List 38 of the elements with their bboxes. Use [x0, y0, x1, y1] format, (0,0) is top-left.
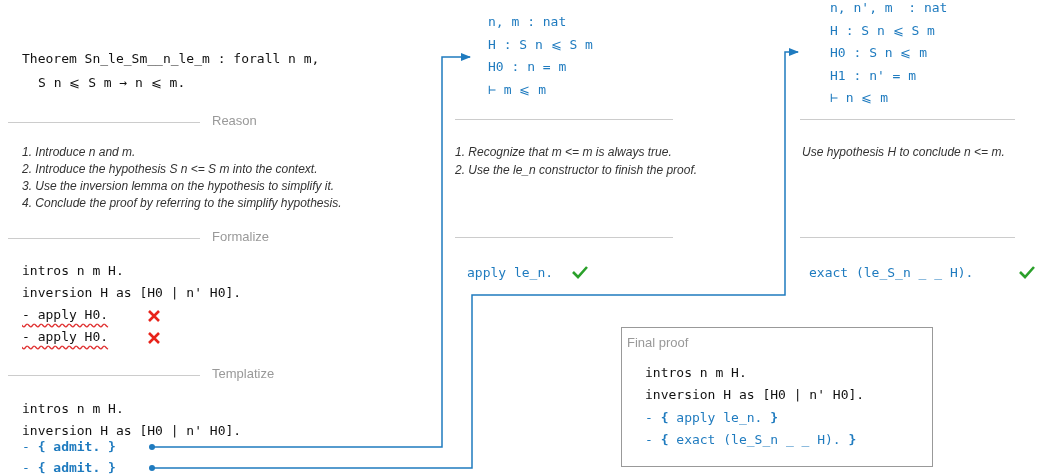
reasoning-step: 2. Introduce the hypothesis S n <= S m into the context. [22, 162, 318, 176]
code-line: intros n m H. [22, 262, 124, 280]
section-heading: Reason [212, 113, 257, 128]
hypothesis-line: H1 : n' = m [830, 66, 918, 85]
hypothesis-line: H0 : S n ⩽ m [830, 44, 929, 63]
code-line: intros n m H. [645, 364, 747, 382]
code-line: intros n m H. [22, 400, 124, 418]
panel-title: Final proof [627, 335, 689, 350]
code-line: - { apply le_n. } [645, 408, 779, 427]
reasoning-step: Use hypothesis H to conclude n <= m. [802, 145, 1005, 159]
hypothesis-line: n, m : nat [488, 13, 568, 31]
code-line: exact (le_S_n _ _ H). [809, 264, 974, 282]
reasoning-step: 1. Introduce n and m. [22, 145, 136, 159]
final-proof-panel [621, 327, 933, 467]
hypothesis-line: H : S n ⩽ S m [830, 21, 936, 40]
code-line: apply le_n. [467, 264, 554, 282]
hypothesis-line: ⊢ m ⩽ m [488, 80, 547, 99]
code-line: - apply H0. [22, 306, 109, 324]
hypothesis-line: H0 : n = m [488, 58, 568, 77]
code-line: inversion H as [H0 | n' H0]. [645, 386, 865, 405]
reasoning-step: 3. Use the inversion lemma on the hypothesis to simplify it. [22, 179, 335, 193]
connector-arrow [149, 52, 472, 450]
connector-arrow [149, 47, 800, 471]
code-line: - apply H0. [22, 328, 109, 346]
hypothesis-line: H : S n ⩽ S m [488, 35, 593, 54]
hypothesis-line: n, n', m : nat [830, 0, 948, 17]
reasoning-step: 4. Conclude the proof by referring to the simplify hypothesis. [22, 196, 342, 210]
code-line: - { exact (le_S_n _ _ H). } [645, 430, 857, 449]
section-heading: Templatize [212, 366, 275, 381]
code-line: - { admit. } [22, 459, 150, 475]
section-heading: Formalize [212, 229, 270, 244]
theorem-statement: Theorem Sn_le_Sm__n_le_m : forall n m, S n ⩽ S m → n ⩽ m. [22, 50, 321, 92]
code-line: - { admit. } [22, 438, 150, 456]
code-line: inversion H as [H0 | n' H0]. [22, 284, 242, 302]
hypothesis-line: ⊢ n ⩽ m [830, 89, 889, 108]
code-line: inversion H as [H0 | n' H0]. [22, 422, 242, 440]
reasoning-step: 2. Use the le_n constructor to finish the proof. [455, 163, 698, 177]
reasoning-step: 1. Recognize that m <= m is always true. [455, 145, 672, 159]
